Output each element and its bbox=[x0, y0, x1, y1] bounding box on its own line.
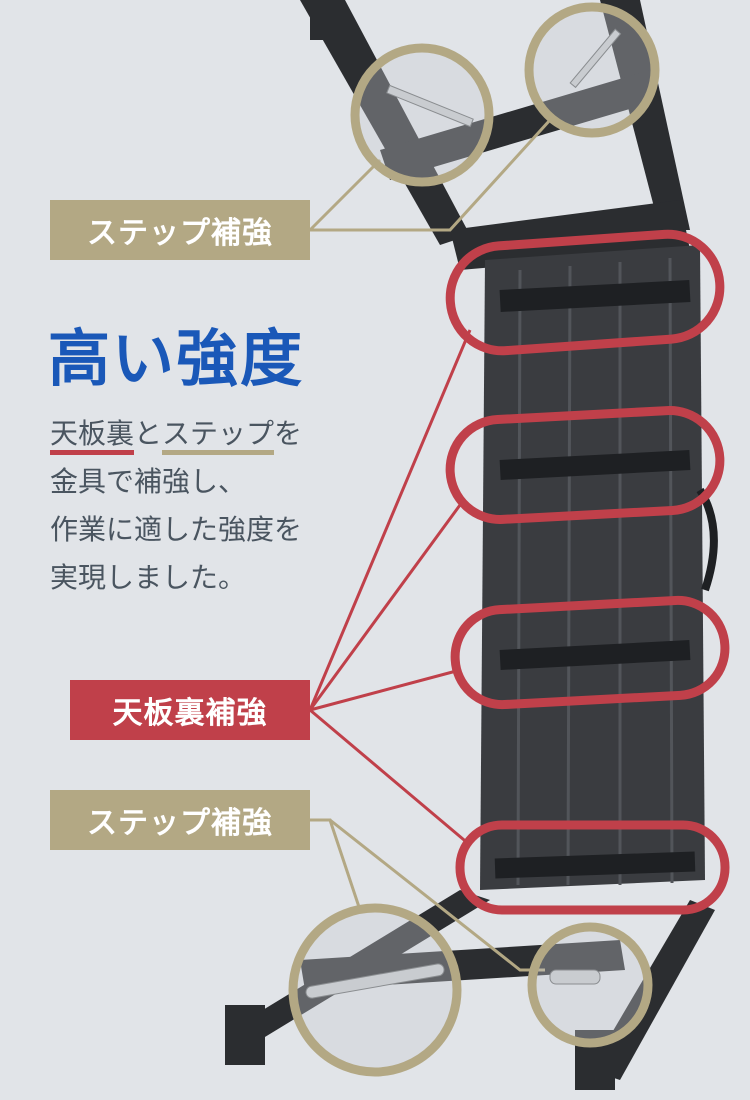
step-highlight-rings bbox=[288, 2, 660, 1077]
callout-label-step-bottom: ステップ補強 bbox=[50, 790, 310, 850]
bottom-right-step-ring bbox=[527, 922, 653, 1048]
description-line-2: 金具で補強し、 bbox=[50, 465, 247, 498]
highlight-board: 天板裏 bbox=[50, 417, 135, 455]
ladder-top-board bbox=[480, 245, 718, 890]
top-right-step-ring bbox=[524, 2, 660, 138]
headline: 高い強度 bbox=[48, 322, 305, 395]
description: 天板裏とステップを 金具で補強し、 作業に適した強度を 実現しました。 bbox=[50, 410, 302, 602]
top-left-step-ring bbox=[350, 43, 494, 187]
description-text: を bbox=[274, 417, 303, 450]
description-line-1: 天板裏とステップを bbox=[50, 410, 302, 458]
callout-label-board: 天板裏補強 bbox=[70, 680, 310, 740]
bottom-left-step-ring bbox=[288, 903, 462, 1077]
description-line-3: 作業に適した強度を bbox=[50, 513, 303, 546]
description-text: と bbox=[134, 417, 163, 450]
callout-label-step-top: ステップ補強 bbox=[50, 200, 310, 260]
board-highlight-rings bbox=[445, 229, 730, 915]
highlight-step: ステップ bbox=[162, 417, 275, 455]
description-line-4: 実現しました。 bbox=[50, 561, 247, 594]
